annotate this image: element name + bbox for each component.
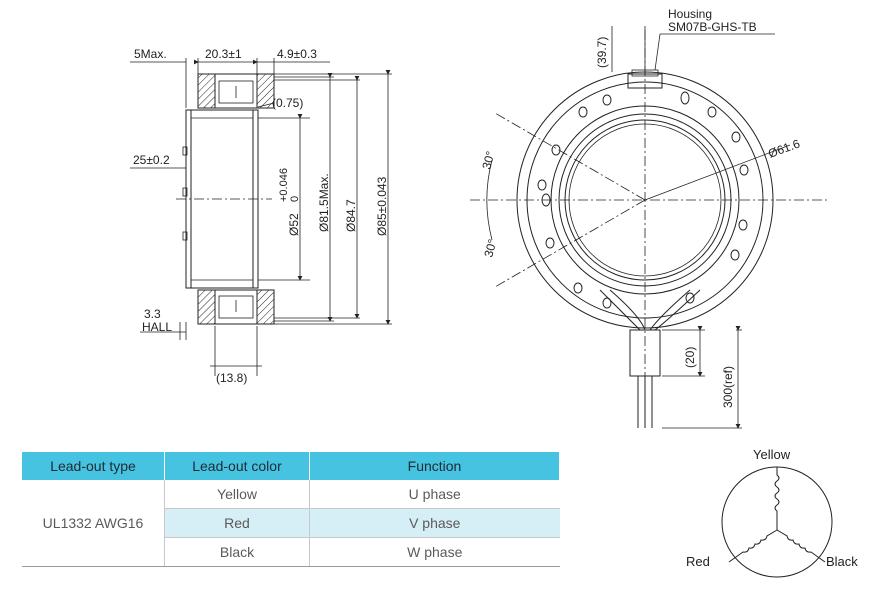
wiring-diagram: Yellow Red Black <box>686 447 858 578</box>
dim-0-75-label: (0.75) <box>272 96 303 110</box>
front-view: Housing SM07B-GHS-TB (39.7) Ø61.6 30° 30… <box>470 7 830 429</box>
dim-300-label: 300(ref) <box>721 366 735 408</box>
dim-61-6-label: Ø61.6 <box>766 136 802 160</box>
dim-52-tol-lower: 0 <box>289 196 301 202</box>
housing-label: Housing <box>668 7 712 21</box>
wiring-red-label: Red <box>686 554 710 569</box>
lead-out-table: Lead-out type Lead-out color Function UL… <box>22 452 560 567</box>
side-view: 5Max. 20.3±1 4.9±0.3 (0.75) 25±0.2 Ø52 +… <box>130 47 392 385</box>
table-cell-color: Red <box>164 508 310 538</box>
header-lead-out-color: Lead-out color <box>164 452 310 480</box>
lead-type-cell: UL1332 AWG16 <box>22 480 165 567</box>
dim-81-5-label: Ø81.5Max. <box>317 173 331 232</box>
angle-top-label: 30° <box>479 149 497 170</box>
table-cell-color: Yellow <box>164 480 310 509</box>
wiring-black-label: Black <box>826 554 858 569</box>
dim-84-7-label: Ø84.7 <box>344 199 358 232</box>
dim-52-tol-upper: +0.046 <box>278 168 290 202</box>
table-cell-color: Black <box>164 537 310 567</box>
dim-4-9-label: 4.9±0.3 <box>277 47 317 61</box>
dim-5max-label: 5Max. <box>134 47 167 61</box>
dim-25-label: 25±0.2 <box>133 153 170 167</box>
angle-bottom-label: 30° <box>481 237 499 258</box>
dim-3-3-label: 3.3 <box>144 307 161 321</box>
hall-label: HALL <box>142 320 172 334</box>
bolt-holes <box>537 91 749 309</box>
header-lead-out-type: Lead-out type <box>22 452 165 480</box>
table-cell-function: U phase <box>309 480 560 509</box>
housing-part-number: SM07B-GHS-TB <box>668 20 757 34</box>
wiring-yellow-label: Yellow <box>753 447 791 462</box>
dim-20-3-label: 20.3±1 <box>205 47 242 61</box>
table-cell-function: W phase <box>309 537 560 567</box>
table-cell-function: V phase <box>309 508 560 538</box>
dim-85-label: Ø85±0.043 <box>375 176 389 236</box>
dim-13-8-label: (13.8) <box>216 371 247 385</box>
dim-39-7-label: (39.7) <box>595 37 609 68</box>
header-function: Function <box>309 452 560 480</box>
dim-52-label: Ø52 <box>287 213 301 236</box>
dim-20-label: (20) <box>683 347 697 368</box>
